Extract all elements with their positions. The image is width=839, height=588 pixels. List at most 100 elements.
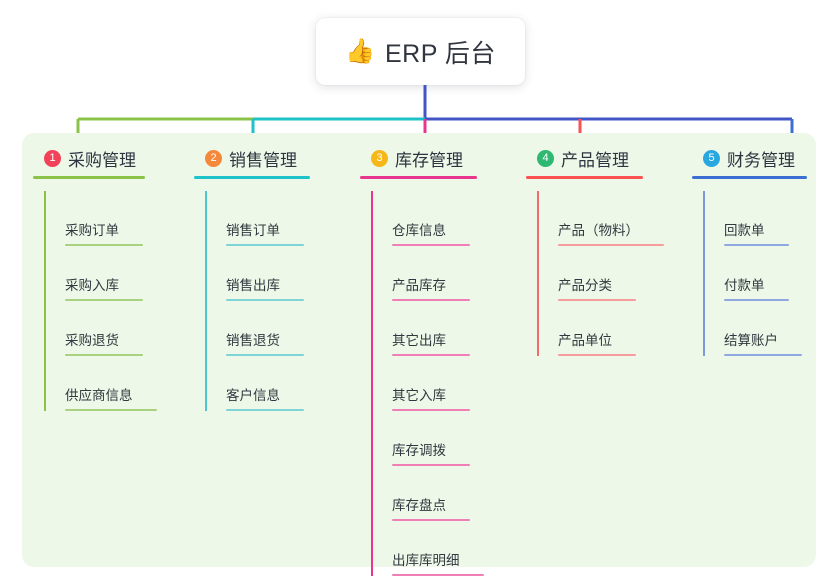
menu-item[interactable]: 回款单 xyxy=(703,191,839,246)
menu-item-rule xyxy=(392,244,470,246)
root-title: ERP 后台 xyxy=(384,39,496,68)
column-header[interactable]: 4 产品管理 xyxy=(526,145,688,171)
column-5: 5 财务管理回款单付款单结算账户 xyxy=(692,145,839,356)
menu-item-label: 产品库存 xyxy=(392,278,446,293)
menu-item-rule xyxy=(724,299,789,301)
thumbs-up-icon: 👍 xyxy=(345,37,375,65)
menu-item[interactable]: 产品（物料） xyxy=(537,191,688,246)
menu-item[interactable]: 供应商信息 xyxy=(44,356,193,411)
root-node[interactable]: 👍 ERP 后台 xyxy=(316,18,525,85)
menu-item-label: 回款单 xyxy=(724,223,765,238)
column-title: 财务管理 xyxy=(727,150,795,170)
menu-item-label: 产品分类 xyxy=(558,278,612,293)
menu-item-rule xyxy=(558,299,636,301)
menu-item-rule xyxy=(65,354,143,356)
menu-item-rule xyxy=(226,244,304,246)
menu-item-rule xyxy=(392,574,484,576)
menu-item-rule xyxy=(65,409,157,411)
column-header[interactable]: 2 销售管理 xyxy=(194,145,354,171)
menu-item-label: 库存调拨 xyxy=(392,443,446,458)
column-items: 仓库信息产品库存其它出库其它入库库存调拨库存盘点出库库明细 xyxy=(371,191,523,576)
menu-item-label: 供应商信息 xyxy=(65,388,133,403)
column-trunk-line xyxy=(703,191,705,356)
column-title: 采购管理 xyxy=(68,150,136,170)
column-header-rule xyxy=(33,176,145,179)
column-trunk-line xyxy=(537,191,539,356)
column-number-badge: 1 xyxy=(44,149,61,167)
column-items: 采购订单采购入库采购退货供应商信息 xyxy=(44,191,193,411)
menu-item[interactable]: 销售出库 xyxy=(205,246,354,301)
menu-item-rule xyxy=(65,299,143,301)
column-items: 产品（物料） 产品分类产品单位 xyxy=(537,191,688,356)
menu-item[interactable]: 采购入库 xyxy=(44,246,193,301)
menu-item-label: 采购退货 xyxy=(65,333,119,348)
column-number-badge: 2 xyxy=(205,149,222,167)
menu-item-rule xyxy=(392,409,470,411)
column-title: 产品管理 xyxy=(561,150,629,170)
menu-item-rule xyxy=(558,354,636,356)
menu-item-label: 销售退货 xyxy=(226,333,280,348)
menu-item-label: 出库库明细 xyxy=(392,553,460,568)
menu-item-rule xyxy=(392,519,470,521)
menu-item-rule xyxy=(226,299,304,301)
menu-item[interactable]: 库存盘点 xyxy=(371,466,523,521)
menu-item-label: 销售出库 xyxy=(226,278,280,293)
column-number-badge: 3 xyxy=(371,149,388,167)
menu-item-rule xyxy=(392,464,470,466)
menu-item-rule xyxy=(226,354,304,356)
menu-item[interactable]: 仓库信息 xyxy=(371,191,523,246)
column-items: 销售订单销售出库销售退货客户信息 xyxy=(205,191,354,411)
menu-item-rule xyxy=(392,354,470,356)
column-number-badge: 4 xyxy=(537,149,554,167)
column-4: 4 产品管理产品（物料） 产品分类产品单位 xyxy=(526,145,688,356)
menu-item-rule xyxy=(226,409,304,411)
menu-item[interactable]: 产品库存 xyxy=(371,246,523,301)
column-number-badge: 5 xyxy=(703,149,720,167)
column-header-rule xyxy=(194,176,310,179)
menu-item-rule xyxy=(65,244,143,246)
column-header-rule xyxy=(526,176,643,179)
column-header-rule xyxy=(360,176,477,179)
menu-item-label: 结算账户 xyxy=(724,333,778,348)
column-header[interactable]: 5 财务管理 xyxy=(692,145,839,171)
column-title: 销售管理 xyxy=(229,150,297,170)
column-items: 回款单付款单结算账户 xyxy=(703,191,839,356)
menu-item-label: 客户信息 xyxy=(226,388,280,403)
menu-item[interactable]: 产品单位 xyxy=(537,301,688,356)
menu-item[interactable]: 库存调拨 xyxy=(371,411,523,466)
menu-item[interactable]: 销售订单 xyxy=(205,191,354,246)
column-header-rule xyxy=(692,176,807,179)
column-trunk-line xyxy=(371,191,373,576)
column-2: 2 销售管理销售订单销售出库销售退货客户信息 xyxy=(194,145,354,411)
menu-item[interactable]: 付款单 xyxy=(703,246,839,301)
menu-item[interactable]: 其它入库 xyxy=(371,356,523,411)
menu-item-label: 仓库信息 xyxy=(392,223,446,238)
menu-item-label: 产品（物料） xyxy=(558,223,639,238)
menu-item-label: 采购订单 xyxy=(65,223,119,238)
column-1: 1 采购管理采购订单采购入库采购退货供应商信息 xyxy=(33,145,193,411)
menu-item-rule xyxy=(392,299,470,301)
menu-item[interactable]: 结算账户 xyxy=(703,301,839,356)
column-header[interactable]: 1 采购管理 xyxy=(33,145,193,171)
menu-item[interactable]: 其它出库 xyxy=(371,301,523,356)
menu-item[interactable]: 销售退货 xyxy=(205,301,354,356)
menu-item-rule xyxy=(724,244,789,246)
menu-item-rule xyxy=(558,244,664,246)
branches-panel xyxy=(22,133,816,567)
menu-item-label: 其它出库 xyxy=(392,333,446,348)
menu-item-label: 产品单位 xyxy=(558,333,612,348)
column-trunk-line xyxy=(205,191,207,411)
menu-item[interactable]: 产品分类 xyxy=(537,246,688,301)
menu-item[interactable]: 出库库明细 xyxy=(371,521,523,576)
menu-item[interactable]: 采购退货 xyxy=(44,301,193,356)
menu-item-rule xyxy=(724,354,802,356)
column-trunk-line xyxy=(44,191,46,411)
menu-item-label: 其它入库 xyxy=(392,388,446,403)
menu-item-label: 销售订单 xyxy=(226,223,280,238)
menu-item[interactable]: 采购订单 xyxy=(44,191,193,246)
menu-item-label: 库存盘点 xyxy=(392,498,446,513)
menu-item[interactable]: 客户信息 xyxy=(205,356,354,411)
